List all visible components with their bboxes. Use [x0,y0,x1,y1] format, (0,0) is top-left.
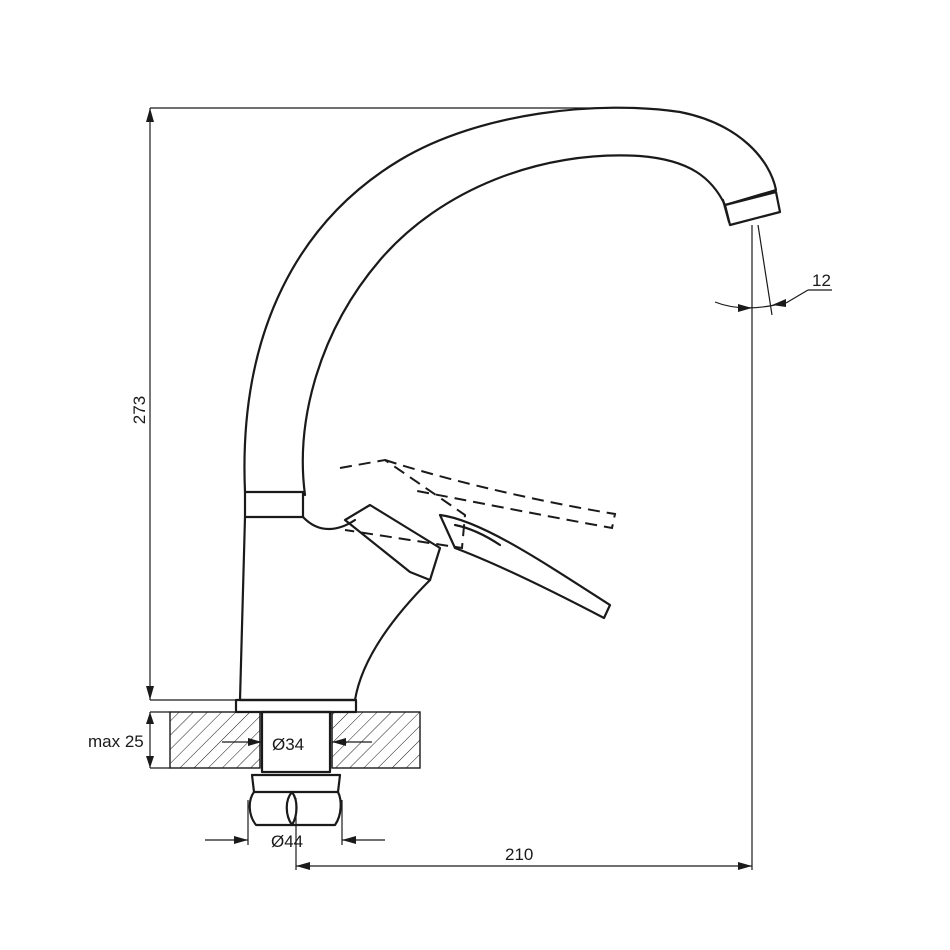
hole-diameter-label: Ø34 [272,735,304,754]
height-label: 273 [130,396,149,424]
lever-handle [343,503,612,620]
faucet-body [234,490,432,714]
dimension-angle: 12 [714,224,832,316]
nut-diameter-label: Ø44 [271,832,303,851]
reach-label: 210 [505,845,533,864]
lever-handle-dashed [339,458,617,550]
mounting-nut [248,773,342,827]
countertop-section [169,711,421,769]
faucet-spout [243,106,782,497]
dimension-nut-diameter: Ø44 [205,800,385,851]
angle-label: 12 [812,271,831,290]
dimension-reach: 210 [295,225,753,870]
dimension-height: 273 [130,107,640,701]
max-thickness-label: max 25 [88,732,144,751]
dimension-max-thickness: max 25 [88,711,170,769]
dimension-hole-diameter: Ø34 [222,735,372,754]
